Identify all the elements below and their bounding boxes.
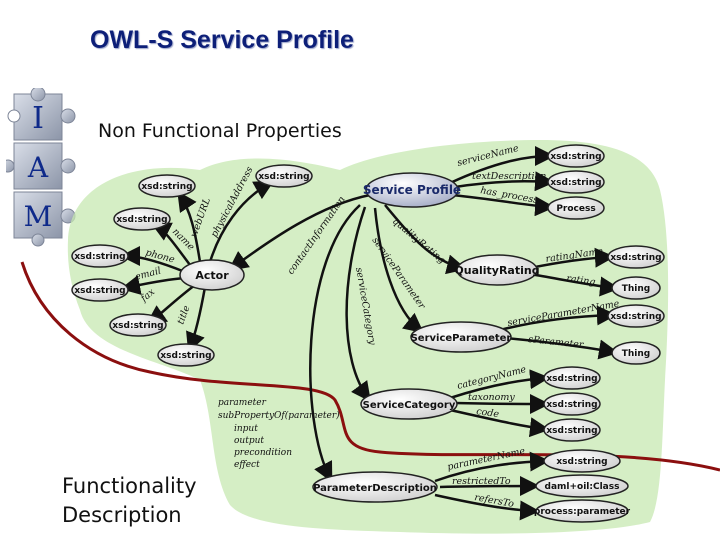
node-service-profile (365, 172, 459, 208)
edge-actor-physicaladdress (208, 180, 275, 263)
node-xsd-string (543, 449, 621, 473)
iam-puzzle-logo: I A M (6, 88, 76, 247)
xsd-string-label: xsd:string (74, 252, 125, 262)
xsd-string-label: xsd:string (550, 178, 601, 188)
node-thing (611, 341, 661, 365)
xsd-string-label: xsd:string (546, 400, 597, 410)
edge-profile-textdescription (454, 171, 555, 192)
xsd-string-label: xsd:string (556, 457, 607, 467)
edge-profile-contactinformation (227, 193, 371, 271)
edge-profile-hasprocess (451, 193, 555, 217)
edge-profile-servicecategory (345, 206, 371, 403)
node-thing (611, 276, 661, 300)
param-item: precondition (234, 448, 292, 458)
xsd-string-label: xsd:string (116, 215, 167, 225)
edge-profile-serviceparameter (373, 207, 424, 334)
edge-actor-weburl (177, 190, 202, 263)
logo-letter-m: M (24, 200, 53, 233)
node-actor-label: Actor (195, 269, 229, 282)
node-xsd-string (543, 366, 601, 390)
slide-subtitle: Non Functional Properties (98, 120, 342, 142)
node-xsd-string (71, 244, 129, 268)
node-xsd-string (547, 170, 605, 194)
logo-letter-a: A (27, 151, 49, 184)
param-item: subPropertyOf(parameter) (218, 410, 340, 421)
edge-label-restrictedto: restrictedTo (452, 476, 511, 487)
edge-label-rating: rating (566, 273, 597, 288)
node-service-profile-label: Service Profile (363, 183, 461, 197)
node-process-parameter (535, 499, 629, 523)
edge-category-name (449, 369, 550, 400)
edge-category-taxonomy (454, 393, 550, 414)
xsd-string-label: xsd:string (546, 374, 597, 384)
node-actor (179, 259, 245, 291)
parameter-property-list: parameter subPropertyOf(parameter) input… (218, 398, 340, 470)
edge-profile-parameterdescription (309, 204, 361, 483)
node-xsd-string (607, 304, 665, 328)
process-parameter-label: process:parameter (534, 507, 631, 517)
param-item: effect (234, 460, 260, 470)
param-item: parameter (218, 398, 267, 408)
xsd-string-label: xsd:string (112, 321, 163, 331)
xsd-string-label: xsd:string (610, 253, 661, 263)
edge-label-textdescription: textDescription (472, 171, 546, 182)
edge-actor-email (120, 275, 186, 295)
edge-paramdesc-parametername (434, 451, 550, 483)
edge-actor-phone (120, 246, 186, 274)
node-xsd-string (109, 313, 167, 337)
param-item: input (234, 424, 258, 434)
xsd-string-label: xsd:string (74, 286, 125, 296)
slide-footer: Functionality Description (62, 474, 197, 527)
edge-label-taxonomy: taxonomy (468, 392, 515, 403)
node-service-category (360, 388, 458, 420)
thing-label: Thing (622, 284, 650, 294)
param-item: output (234, 436, 264, 446)
node-quality-rating (456, 254, 538, 286)
node-xsd-string (547, 144, 605, 168)
edge-parameter-name (499, 305, 617, 332)
edge-paramdesc-restrictedto (439, 476, 540, 497)
node-xsd-string (113, 207, 171, 231)
edge-quality-ratingname (529, 247, 615, 270)
edge-quality-rating (529, 272, 620, 297)
node-xsd-string (71, 278, 129, 302)
node-parameter-description (312, 471, 438, 503)
node-process (547, 196, 605, 220)
xsd-string-label: xsd:string (160, 351, 211, 361)
node-service-parameter-label: ServiceParameter (411, 333, 512, 344)
edge-category-code (449, 408, 550, 438)
node-xsd-string (543, 418, 601, 442)
node-xsd-string (543, 392, 601, 416)
process-label: Process (556, 204, 595, 214)
xsd-string-label: xsd:string (550, 152, 601, 162)
diagram-background (67, 140, 669, 534)
edge-profile-servicename (449, 146, 555, 185)
node-xsd-string (138, 174, 196, 198)
slide-title: OWL-S Service Profile (90, 26, 354, 54)
daml-oil-class-label: daml+oil:Class (545, 482, 620, 492)
edge-paramdesc-refersto (434, 493, 540, 521)
node-service-parameter (410, 321, 512, 353)
node-parameter-description-label: ParameterDescription (313, 483, 437, 494)
edge-parameter-sparameter (504, 336, 619, 360)
xsd-string-label: xsd:string (141, 182, 192, 192)
xsd-string-label: xsd:string (610, 312, 661, 322)
logo-letter-i: I (32, 101, 44, 136)
thing-label: Thing (622, 349, 650, 359)
edge-profile-qualityrating (384, 204, 467, 275)
xsd-string-label: xsd:string (546, 426, 597, 436)
node-service-category-label: ServiceCategory (363, 400, 456, 411)
node-xsd-string (607, 245, 665, 269)
edge-label-code: code (476, 406, 500, 420)
xsd-string-label: xsd:string (258, 172, 309, 182)
node-xsd-string (255, 164, 313, 188)
node-daml-oil-class (535, 474, 629, 498)
node-quality-rating-label: QualityRating (454, 264, 539, 277)
node-xsd-string (157, 343, 215, 367)
